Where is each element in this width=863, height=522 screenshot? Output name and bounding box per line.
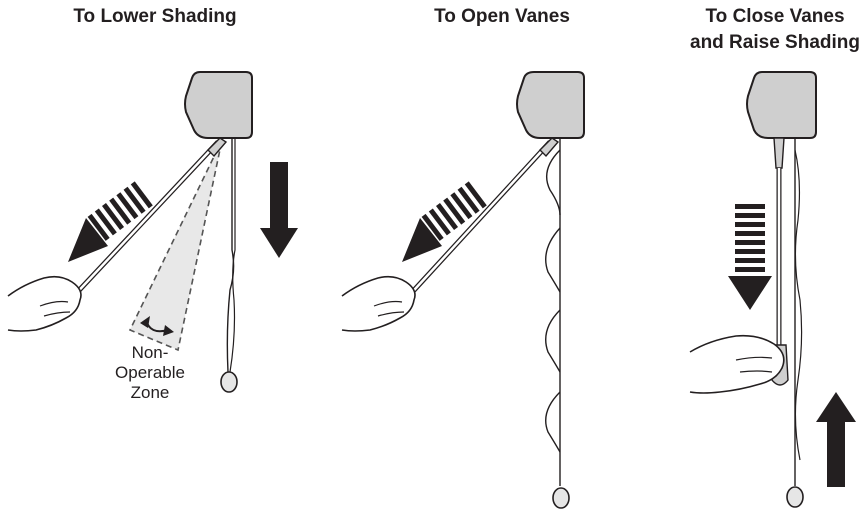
zone-arrow-head-left <box>140 316 150 328</box>
wand-cap <box>539 137 560 158</box>
non-operable-zone-label: Non- Operable Zone <box>100 343 200 403</box>
panel-open-vanes <box>341 71 585 509</box>
panel-close-vanes <box>689 71 856 508</box>
wand-inner <box>404 141 551 301</box>
cord-twist <box>794 149 803 461</box>
non-operable-zone-wedge <box>128 139 223 352</box>
wand-inner <box>69 141 219 301</box>
pull-direction-arrow <box>68 181 153 262</box>
headrail <box>184 71 253 139</box>
zone-label-line: Operable <box>115 363 185 382</box>
title-line: To Lower Shading <box>73 6 237 27</box>
cord-tassel <box>220 371 238 393</box>
cord-tassel <box>552 487 570 509</box>
headrail <box>746 71 817 139</box>
hand-finger-lines <box>39 300 71 317</box>
title-line: To Close Vanes <box>705 6 845 27</box>
hand <box>689 334 785 394</box>
panel-lower-shading <box>7 71 298 393</box>
raise-shading-up-arrow <box>816 392 856 487</box>
title-line: To Open Vanes <box>434 6 570 27</box>
wand-cap <box>773 137 785 169</box>
wand-cap <box>207 137 228 158</box>
cord-second <box>229 138 236 373</box>
zone-label-line: Non- <box>131 343 169 362</box>
hand-finger-lines <box>735 356 773 373</box>
lower-shading-down-arrow <box>260 162 298 258</box>
title-line: and Raise Shading <box>690 32 860 53</box>
hand-finger-lines <box>373 300 405 317</box>
panel-title-open-vanes: To Open Vanes <box>402 4 602 30</box>
cord-twist <box>545 149 561 453</box>
zone-label-line: Zone <box>130 383 170 402</box>
panel-title-lower-shading: To Lower Shading <box>40 4 270 30</box>
pull-down-arrow <box>728 204 772 310</box>
pull-direction-arrow <box>402 181 487 262</box>
cord-tassel <box>786 486 804 508</box>
cord <box>226 138 235 373</box>
headrail <box>516 71 585 139</box>
zone-arrow-head-right <box>163 325 174 336</box>
panel-title-close-vanes: To Close Vanes and Raise Shading <box>680 4 863 56</box>
